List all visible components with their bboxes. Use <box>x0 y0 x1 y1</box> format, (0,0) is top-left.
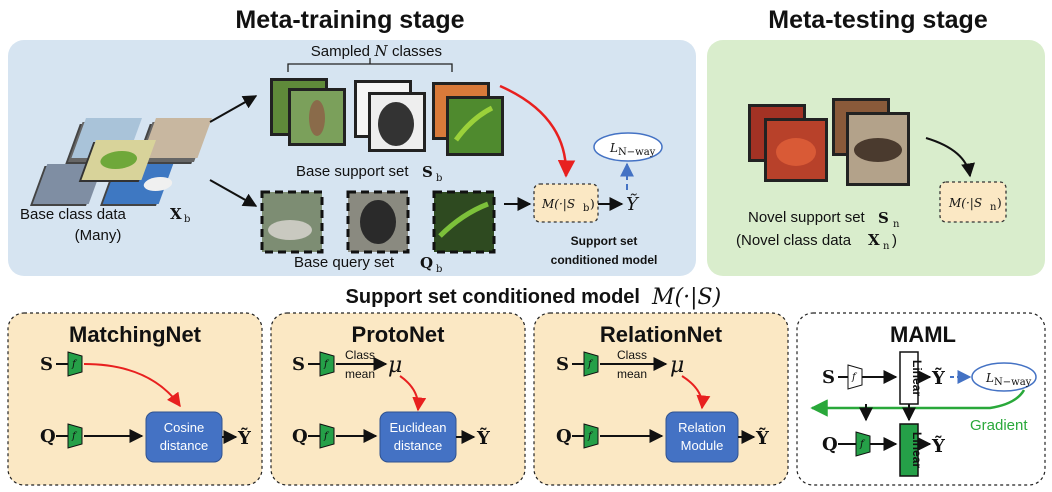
svg-text:Ỹ: Ỹ <box>931 434 946 457</box>
novel-support-label: Novel support set <box>748 209 866 226</box>
novel-data-label: (Novel class data <box>736 232 852 249</box>
svg-text:Ỹ: Ỹ <box>237 426 252 449</box>
svg-text:μ: μ <box>388 353 402 378</box>
base-class-symbol: X <box>170 205 182 223</box>
query-set-label: Base query set <box>294 254 395 271</box>
svg-text:): ) <box>590 197 595 211</box>
support-set-label: Base support set <box>296 163 409 180</box>
svg-text:L: L <box>985 371 994 385</box>
svg-text:n: n <box>990 202 997 213</box>
svg-text:Q: Q <box>822 434 838 455</box>
svg-text:f: f <box>71 431 78 442</box>
training-yhat: Ỹ <box>626 193 640 215</box>
arrow-to-query <box>209 179 258 207</box>
base-class-label: Base class data <box>20 206 127 223</box>
base-class-many: (Many) <box>75 227 122 244</box>
svg-text:mean: mean <box>617 367 647 381</box>
novel-support-symbol: S <box>878 209 889 227</box>
svg-text:Ỹ: Ỹ <box>931 366 946 389</box>
svg-text:f: f <box>587 359 594 370</box>
support-set-images <box>270 78 504 156</box>
novel-data-symbol: X <box>868 231 880 249</box>
query-set-symbol-sub: b <box>436 264 442 275</box>
svg-text:Gradient: Gradient <box>970 417 1028 434</box>
svg-text:M(·|S: M(·|S <box>541 197 575 211</box>
conditioned-model-formula: M(·|S) <box>651 285 721 310</box>
query-set-images <box>260 190 496 254</box>
svg-text:distance: distance <box>394 438 442 453</box>
svg-text:Module: Module <box>681 438 724 453</box>
svg-text:f: f <box>71 359 78 370</box>
svg-text:L: L <box>609 141 618 155</box>
testing-model-label: M(·|S n ) <box>948 196 1002 213</box>
maml-card: MAML S f Linear Ỹ L N−way Gradient Q f L… <box>796 312 1046 486</box>
svg-text:S: S <box>822 367 835 388</box>
support-set-symbol-sub: b <box>436 173 442 184</box>
svg-text:S: S <box>292 354 305 375</box>
svg-text:Class: Class <box>345 348 375 362</box>
svg-text:): ) <box>997 196 1002 210</box>
query-set-symbol: Q <box>420 254 433 272</box>
testing-model-box <box>939 181 1007 223</box>
svg-text:S: S <box>556 354 569 375</box>
base-class-symbol-sub: b <box>184 214 190 225</box>
svg-text:RelationNet: RelationNet <box>600 322 723 347</box>
svg-text:mean: mean <box>345 367 375 381</box>
training-model-label: M(·|S b ) <box>541 197 595 214</box>
novel-data-symbol-sub: n <box>883 241 890 252</box>
novel-to-model-arrow <box>925 137 975 178</box>
training-loss-label: L N−way <box>609 141 656 158</box>
matchingnet-card: MatchingNet S f Q f Cosine distance Ỹ <box>7 312 263 486</box>
svg-text:M(·|S: M(·|S <box>948 196 982 210</box>
novel-support-symbol-sub: n <box>893 219 900 230</box>
support-set-symbol: S <box>422 163 433 181</box>
svg-text:classes: classes <box>392 43 442 60</box>
sampled-classes-label: Sampled N classes <box>311 42 442 60</box>
svg-text:f: f <box>851 372 858 383</box>
svg-text:Cosine: Cosine <box>164 420 204 435</box>
svg-text:Q: Q <box>40 426 56 447</box>
svg-text:f: f <box>323 431 330 442</box>
svg-text:Class: Class <box>617 348 647 362</box>
svg-text:MatchingNet: MatchingNet <box>69 322 202 347</box>
novel-support-images <box>748 98 910 186</box>
conditioned-label-1: Support set <box>571 234 638 248</box>
protonet-card: ProtoNet S f Class mean μ Q f Euclidean … <box>270 312 526 486</box>
svg-text:Relation: Relation <box>678 420 726 435</box>
meta-testing-title: Meta-testing stage <box>768 6 988 34</box>
svg-text:N−way: N−way <box>618 147 656 158</box>
svg-text:Linear: Linear <box>910 432 924 468</box>
svg-text:f: f <box>587 431 594 442</box>
svg-text:b: b <box>583 203 589 214</box>
meta-training-title: Meta-training stage <box>235 6 464 34</box>
conditioned-model-title: Support set conditioned model <box>346 286 640 308</box>
svg-text:f: f <box>323 359 330 370</box>
sampled-brace <box>287 58 453 72</box>
svg-text:Ỹ: Ỹ <box>476 426 491 449</box>
training-loss-ellipse <box>593 132 663 162</box>
svg-text:μ: μ <box>670 353 684 378</box>
svg-text:Q: Q <box>292 426 308 447</box>
arrow-to-support <box>209 95 258 123</box>
svg-text:Q: Q <box>556 426 572 447</box>
svg-text:Ỹ: Ỹ <box>755 426 770 449</box>
svg-text:ProtoNet: ProtoNet <box>352 322 446 347</box>
svg-text:N: N <box>373 42 388 60</box>
svg-text:distance: distance <box>160 438 208 453</box>
svg-text:f: f <box>859 439 866 450</box>
novel-data-close: ) <box>892 232 897 249</box>
relationnet-card: RelationNet S f Class mean μ Q f Relatio… <box>533 312 789 486</box>
svg-text:MAML: MAML <box>890 322 956 347</box>
svg-text:Euclidean: Euclidean <box>389 420 446 435</box>
conditioned-label-2: conditioned model <box>551 253 658 267</box>
svg-text:N−way: N−way <box>994 377 1032 388</box>
base-class-data-stack <box>29 118 212 206</box>
support-to-model-arrow <box>499 84 576 178</box>
svg-text:Sampled: Sampled <box>311 43 370 60</box>
svg-text:Linear: Linear <box>910 360 924 396</box>
svg-text:S: S <box>40 354 53 375</box>
